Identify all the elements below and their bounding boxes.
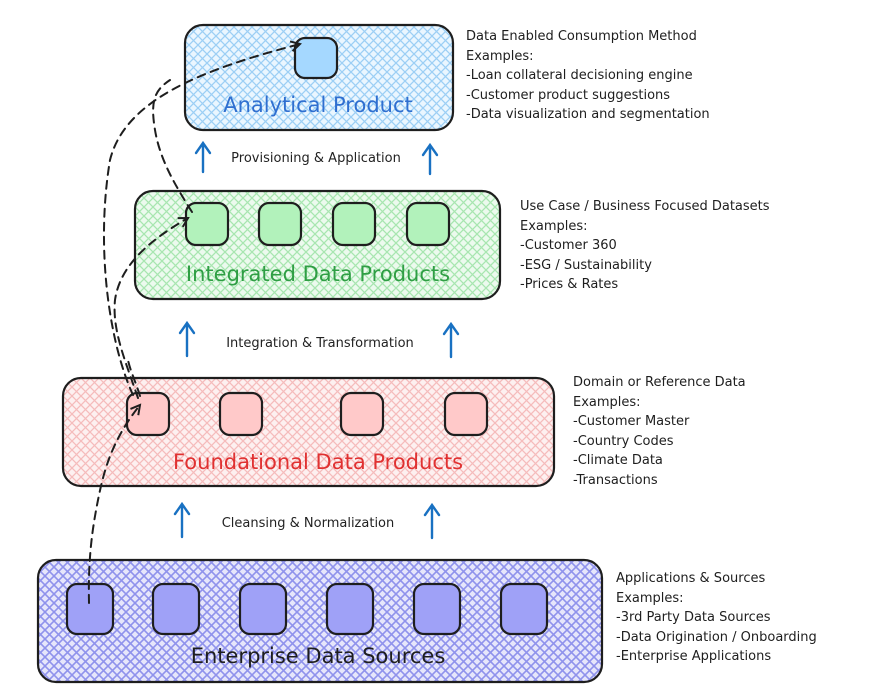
note-foundational: Domain or Reference Data Examples: -Cust… bbox=[573, 373, 746, 491]
flow-label-provisioning: Provisioning & Application bbox=[231, 151, 401, 166]
note-examples-label: Examples: bbox=[520, 218, 588, 234]
layer-title-foundational: Foundational Data Products bbox=[173, 450, 463, 474]
note-item: -Customer 360 bbox=[520, 238, 617, 254]
flow-cleansing: Cleansing & Normalization bbox=[173, 501, 441, 540]
lineage-foundational-to-integrated bbox=[113, 218, 188, 399]
layer-box-foundational bbox=[61, 376, 556, 488]
data-node-integrated bbox=[331, 201, 377, 247]
note-heading: Use Case / Business Focused Datasets bbox=[520, 199, 770, 214]
data-node-foundational bbox=[339, 391, 385, 437]
note-item: -Country Codes bbox=[573, 433, 674, 449]
data-node-enterprise bbox=[499, 582, 549, 636]
lineage-enterprise-to-foundational bbox=[87, 405, 140, 604]
note-item: -3rd Party Data Sources bbox=[616, 610, 771, 626]
note-item: -Data visualization and segmentation bbox=[466, 107, 710, 123]
data-node-integrated bbox=[257, 201, 303, 247]
note-heading: Data Enabled Consumption Method bbox=[466, 29, 697, 44]
data-node-enterprise bbox=[412, 582, 462, 636]
layer-title-integrated: Integrated Data Products bbox=[186, 262, 450, 286]
note-examples-label: Examples: bbox=[616, 590, 684, 606]
up-arrow-icon bbox=[173, 501, 191, 539]
note-item: -Customer Master bbox=[573, 414, 690, 430]
note-item: -ESG / Sustainability bbox=[520, 257, 652, 273]
up-arrow-icon bbox=[421, 142, 439, 176]
data-node-enterprise bbox=[65, 582, 115, 636]
data-node-foundational bbox=[443, 391, 489, 437]
note-enterprise: Applications & Sources Examples: -3rd Pa… bbox=[616, 569, 817, 667]
note-item: -Data Origination / Onboarding bbox=[616, 629, 817, 645]
up-arrow-icon bbox=[423, 502, 441, 540]
lineage-foundational-to-analytical bbox=[103, 44, 300, 396]
note-item: -Climate Data bbox=[573, 453, 663, 469]
data-node-analytical bbox=[293, 36, 339, 80]
note-analytical: Data Enabled Consumption Method Examples… bbox=[466, 27, 710, 125]
data-node-enterprise bbox=[325, 582, 375, 636]
up-arrow-icon bbox=[194, 140, 212, 174]
nodes-enterprise bbox=[65, 582, 549, 636]
flow-label-cleansing: Cleansing & Normalization bbox=[222, 516, 395, 531]
data-node-integrated bbox=[405, 201, 451, 247]
note-item: -Transactions bbox=[573, 472, 658, 488]
data-node-foundational bbox=[218, 391, 264, 437]
flow-integration: Integration & Transformation bbox=[178, 320, 460, 359]
lineage-foundational-node-link bbox=[127, 359, 141, 397]
layer-title-analytical: Analytical Product bbox=[223, 93, 413, 117]
flow-label-integration: Integration & Transformation bbox=[226, 336, 414, 351]
note-item: -Loan collateral decisioning engine bbox=[466, 68, 693, 84]
note-heading: Applications & Sources bbox=[616, 571, 766, 586]
note-heading: Domain or Reference Data bbox=[573, 375, 746, 390]
note-examples-label: Examples: bbox=[573, 394, 641, 410]
note-integrated: Use Case / Business Focused Datasets Exa… bbox=[520, 197, 770, 295]
data-node-integrated bbox=[184, 201, 230, 247]
layer-title-enterprise: Enterprise Data Sources bbox=[191, 644, 446, 668]
flow-provisioning: Provisioning & Application bbox=[194, 140, 439, 176]
up-arrow-icon bbox=[178, 320, 196, 358]
nodes-integrated bbox=[184, 201, 451, 247]
data-node-enterprise bbox=[238, 582, 288, 636]
note-item: -Prices & Rates bbox=[520, 277, 619, 293]
nodes-foundational bbox=[125, 391, 489, 437]
data-node-enterprise bbox=[151, 582, 201, 636]
up-arrow-icon bbox=[442, 321, 460, 359]
lineage-integrated-to-analytical bbox=[152, 79, 193, 213]
note-item: -Customer product suggestions bbox=[466, 87, 671, 103]
lineage-connectors bbox=[87, 44, 300, 604]
note-examples-label: Examples: bbox=[466, 48, 534, 64]
nodes-analytical bbox=[293, 36, 339, 80]
note-item: -Enterprise Applications bbox=[616, 649, 772, 665]
